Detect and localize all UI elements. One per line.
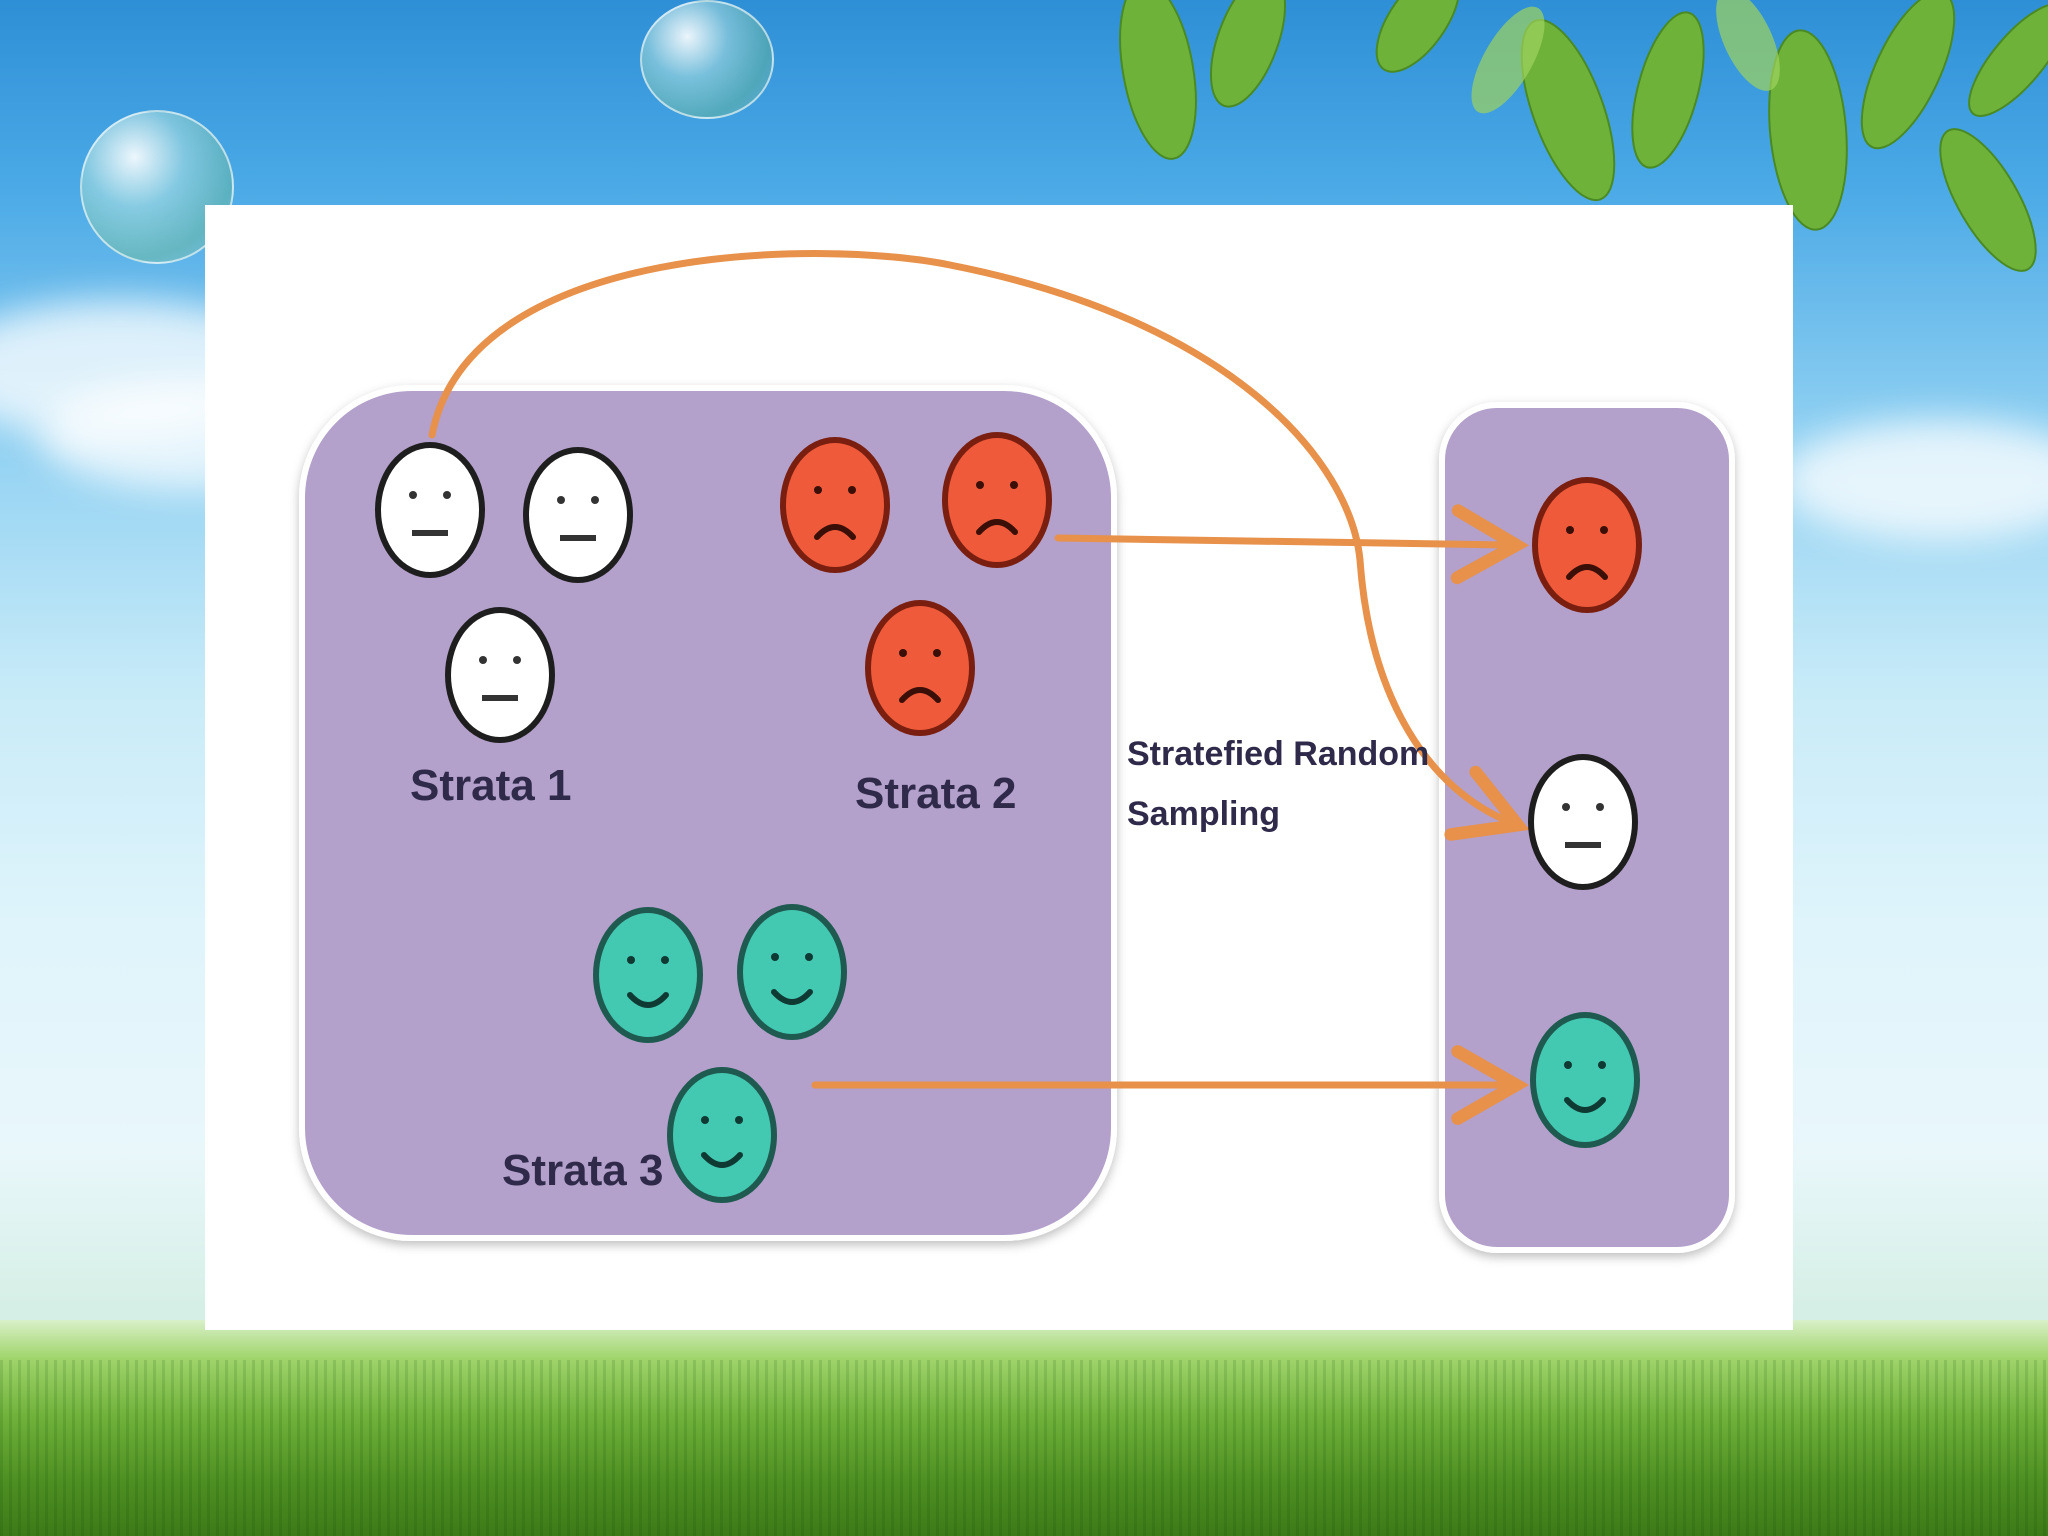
happy-face-icon xyxy=(737,904,847,1040)
happy-face-icon xyxy=(593,907,703,1043)
method-label-line2: Sampling xyxy=(1127,795,1280,833)
sampled-happy-face-icon xyxy=(1530,1012,1640,1148)
sampled-sad-face-icon xyxy=(1532,477,1642,613)
sad-face-icon xyxy=(865,600,975,736)
cloud xyxy=(1780,420,2048,540)
bubble-icon xyxy=(640,0,774,119)
arrow-strata2-to-sample xyxy=(1054,504,1530,585)
strata-3-label: Strata 3 xyxy=(502,1146,663,1195)
neutral-face-icon xyxy=(523,447,633,583)
population-box xyxy=(299,385,1117,1241)
strata-2-label: Strata 2 xyxy=(855,769,1016,818)
arrow-strata1-to-sample xyxy=(428,250,1530,841)
sad-face-icon xyxy=(942,432,1052,568)
sampled-neutral-face-icon xyxy=(1528,754,1638,890)
grass-texture xyxy=(0,1360,2048,1536)
happy-face-icon xyxy=(667,1067,777,1203)
sad-face-icon xyxy=(780,437,890,573)
neutral-face-icon xyxy=(445,607,555,743)
strata-1-label: Strata 1 xyxy=(410,761,571,810)
method-label-line1: Stratefied Random xyxy=(1127,735,1429,773)
grass-background xyxy=(0,1320,2048,1536)
neutral-face-icon xyxy=(375,442,485,578)
